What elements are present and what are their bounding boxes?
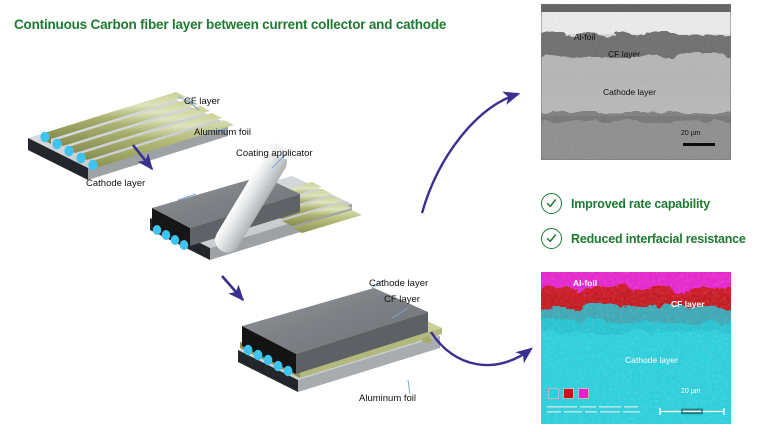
sem-label-al-foil: Al-foil	[574, 32, 596, 42]
sem-scalebar-rule	[683, 143, 715, 146]
check-icon	[541, 228, 562, 249]
leader-lines-step-2	[177, 153, 287, 201]
schematic-step-3-finished-electrode	[238, 288, 442, 392]
eds-legend-swatch-red	[563, 388, 574, 399]
eds-label-cathode-layer: Cathode layer	[625, 355, 678, 365]
sem-scalebar-text: 20 µm	[681, 130, 701, 137]
curved-arrow-to-sem	[420, 91, 521, 214]
label-cf-layer-step1: CF layer	[184, 96, 220, 107]
benefit-item-reduced-interfacial-resistance: Reduced interfacial resistance	[541, 228, 746, 249]
leader-lines-step-1	[177, 96, 226, 133]
label-cf-layer-step3: CF layer	[384, 294, 420, 305]
benefit-label: Reduced interfacial resistance	[571, 231, 746, 246]
eds-elemental-map-panel: Al-foil CF layer Cathode layer 20 µm	[541, 272, 731, 424]
benefit-label: Improved rate capability	[571, 196, 710, 211]
sem-label-cathode-layer: Cathode layer	[603, 87, 656, 97]
schematic-step-2-coating	[150, 143, 362, 260]
label-aluminum-foil-step3: Aluminum foil	[359, 393, 417, 404]
leader-lines-step-3	[371, 279, 411, 395]
process-arrow-1	[131, 144, 154, 171]
schematic-step-1-al-foil-with-cf	[28, 92, 234, 180]
benefit-item-improved-rate-capability: Improved rate capability	[541, 193, 710, 214]
label-cathode-layer-step3: Cathode layer	[369, 278, 429, 289]
check-icon	[541, 193, 562, 214]
eds-inset-scalebar	[659, 403, 725, 415]
eds-instrument-info-strip	[547, 403, 652, 414]
process-schematic	[28, 92, 442, 395]
sem-label-cf-layer: CF layer	[608, 49, 641, 59]
eds-label-al-foil: Al-foil	[573, 278, 598, 288]
curved-arrow-to-eds	[429, 331, 533, 367]
eds-legend-swatch-cyan	[548, 388, 559, 399]
label-aluminum-foil-step1: Aluminum foil	[194, 127, 252, 138]
eds-scalebar-text: 20 µm	[681, 388, 701, 395]
page-title: Continuous Carbon fiber layer between cu…	[14, 17, 447, 32]
eds-legend-swatch-magenta	[578, 388, 589, 399]
sem-cross-section-panel: Al-foil CF layer Cathode layer 20 µm	[541, 4, 731, 160]
eds-label-cf-layer: CF layer	[671, 299, 705, 309]
label-cathode-layer-step2: Cathode layer	[86, 178, 146, 189]
process-arrow-2	[221, 275, 245, 302]
eds-legend	[548, 388, 589, 399]
label-coating-applicator: Coating applicator	[236, 148, 313, 159]
